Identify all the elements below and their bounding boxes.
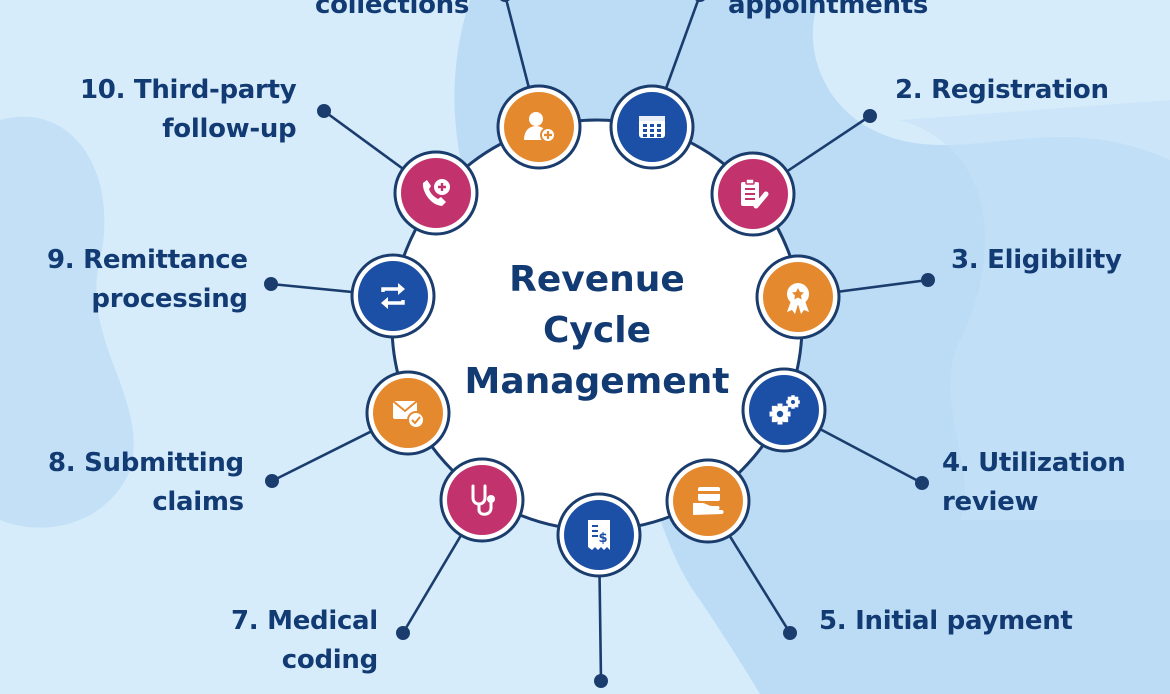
connector-dot-6 (594, 674, 608, 688)
step-node-7 (439, 457, 525, 543)
svg-text:$: $ (598, 531, 607, 546)
step-label-line: collections (315, 0, 470, 20)
user-plus-icon (524, 112, 556, 143)
step-label-10: 10. Third-party follow-up (80, 71, 297, 149)
swap-arrows-icon (381, 283, 405, 309)
step-label-1: appointments (728, 0, 928, 25)
step-label-3: 3. Eligibility (951, 241, 1122, 280)
connector-dot-5 (783, 626, 797, 640)
step-label-line: 8. Submitting (48, 448, 244, 478)
card-in-hand-icon (693, 487, 724, 515)
connector-dot-4 (915, 476, 929, 490)
step-label-line: follow-up (162, 114, 297, 144)
step-label-line: 4. Utilization (942, 448, 1126, 478)
step-node-5 (665, 458, 751, 544)
step-node-3 (755, 254, 841, 340)
blob-left (0, 116, 134, 528)
connector-dot-9 (264, 277, 278, 291)
step-node-11 (496, 84, 582, 170)
blob-right-inner (900, 100, 1170, 520)
step-label-7: 7. Medical coding (231, 602, 378, 680)
step-node-fill (401, 158, 471, 228)
connector-dot-7 (396, 626, 410, 640)
step-node-2 (710, 151, 796, 237)
step-node-fill (358, 261, 428, 331)
step-label-line: 9. Remittance (47, 245, 248, 275)
step-node-9 (350, 253, 436, 339)
step-label-line: appointments (728, 0, 929, 20)
step-label-line: coding (281, 645, 378, 675)
step-label-line: 10. Third-party (80, 75, 297, 105)
phone-plus-icon (422, 179, 450, 206)
step-node-fill (447, 465, 517, 535)
envelope-check-icon (392, 400, 425, 429)
connector-dot-8 (265, 474, 279, 488)
step-node-6: $ (556, 492, 642, 578)
center-title-line-2: Cycle (543, 310, 651, 351)
connector-dot-11 (500, 0, 510, 2)
step-label-9: 9. Remittance processing (47, 241, 248, 319)
gears-icon (769, 395, 800, 425)
step-label-11: collections (315, 0, 469, 25)
center-title-line-3: Management (464, 361, 730, 402)
connector-dot-3 (921, 273, 935, 287)
clipboard-pen-icon (741, 178, 769, 209)
receipt-dollar-icon: $ (588, 520, 610, 550)
step-label-line: 7. Medical (231, 606, 378, 636)
step-label-line: processing (91, 284, 248, 314)
step-label-8: 8. Submitting claims (48, 444, 244, 522)
step-label-line: claims (152, 487, 244, 517)
step-label-line: review (942, 487, 1039, 517)
connector-dot-2 (863, 109, 877, 123)
step-node-1 (609, 84, 695, 170)
step-label-line: 2. Registration (895, 75, 1109, 105)
step-label-4: 4. Utilization review (942, 444, 1126, 522)
connector-dot-1 (695, 0, 705, 2)
step-nodes: $ (350, 84, 841, 578)
step-label-line: 5. Initial payment (819, 606, 1073, 636)
connector-dot-10 (317, 104, 331, 118)
award-ribbon-icon (787, 283, 809, 314)
calendar-icon (639, 116, 665, 138)
center-title-line-1: Revenue (509, 259, 685, 300)
step-label-line: 3. Eligibility (951, 245, 1122, 275)
stethoscope-icon (471, 484, 495, 516)
center-title: Revenue Cycle Management (447, 254, 747, 407)
step-label-2: 2. Registration (895, 71, 1109, 110)
step-label-5: 5. Initial payment (819, 602, 1073, 641)
step-node-10 (393, 150, 479, 236)
step-node-4 (741, 367, 827, 453)
step-node-8 (365, 370, 451, 456)
